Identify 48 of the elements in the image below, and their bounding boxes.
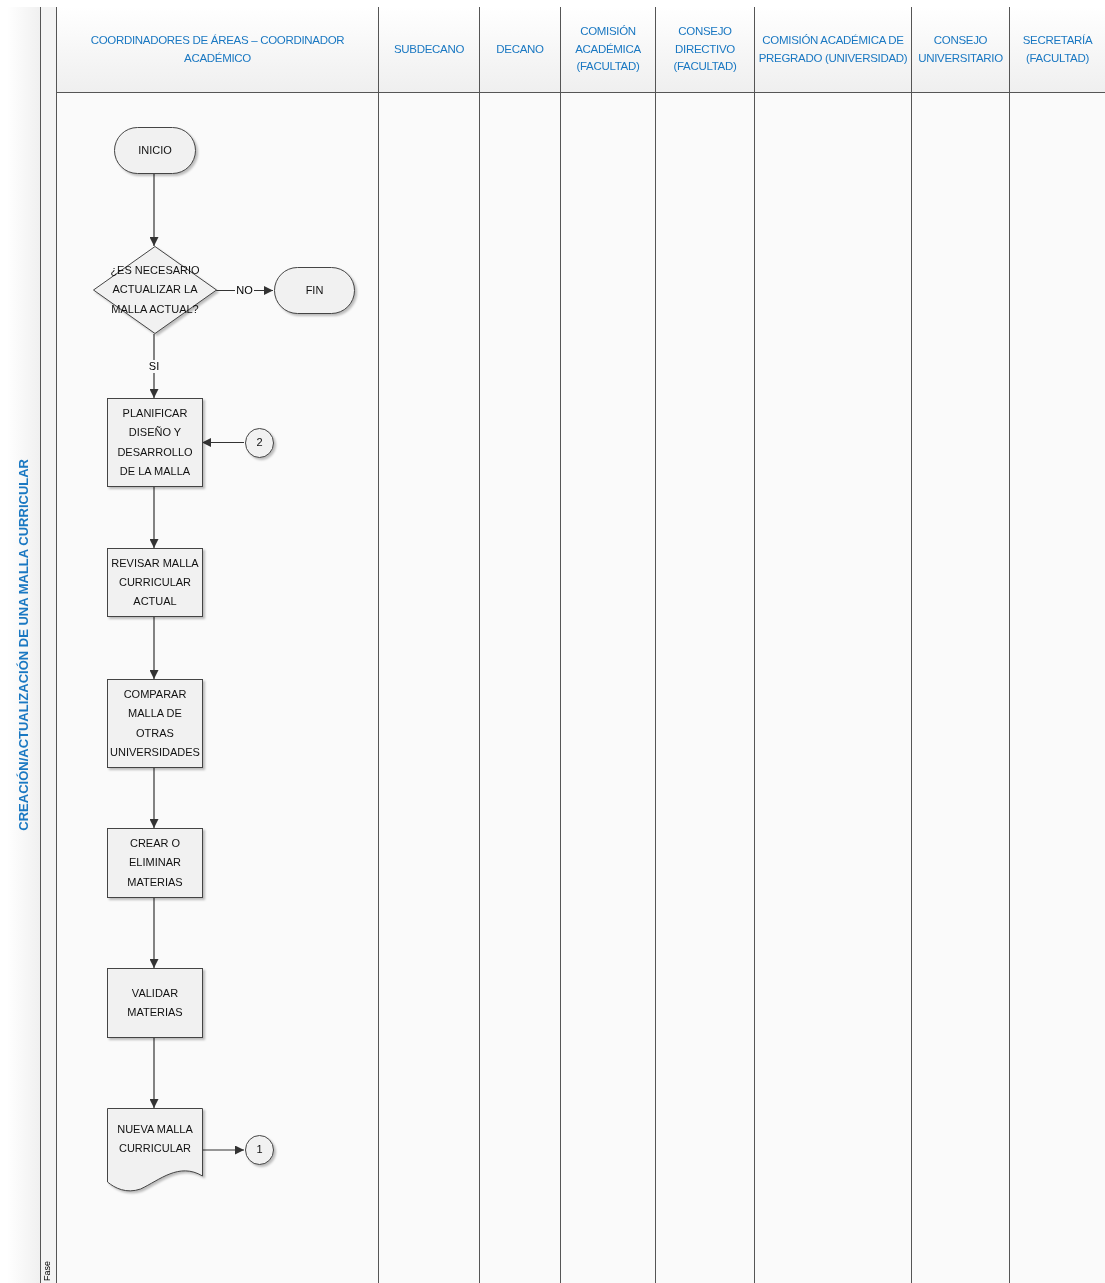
terminator — [274, 267, 355, 314]
process-box — [107, 548, 203, 617]
lane-header: CONSEJO DIRECTIVO (FACULTAD) — [656, 7, 754, 93]
node-text: PLANIFICAR DISEÑO Y DESARROLLO DE LA MALLA — [116, 406, 194, 479]
node-text: INICIO — [138, 142, 172, 158]
node-text: 1 — [256, 1142, 263, 1158]
node-text: 2 — [256, 435, 263, 451]
lane-header: COMISIÓN ACADÉMICA DE PREGRADO (UNIVERSIDAD) — [755, 7, 911, 93]
arrow — [149, 616, 159, 680]
arrow — [149, 1037, 159, 1109]
swimlane — [754, 7, 911, 1283]
terminator — [114, 127, 196, 174]
arrow — [201, 1145, 245, 1155]
swimlane — [56, 7, 378, 1283]
process-box — [107, 398, 203, 487]
swimlane — [560, 7, 655, 1283]
connector-circle — [245, 428, 274, 458]
lane-header: DECANO — [480, 7, 560, 93]
lane-header: CONSEJO UNIVERSITARIO — [912, 7, 1009, 93]
connector-circle — [245, 1135, 274, 1165]
phase-band — [7, 7, 40, 1283]
node-text: NUEVA MALLA CURRICULAR — [116, 1121, 194, 1156]
swimlane — [378, 7, 479, 1283]
lane-header: SUBDECANO — [379, 7, 479, 93]
process-box — [107, 828, 203, 898]
node-text: CREAR O ELIMINAR MATERIAS — [126, 836, 184, 890]
arrow — [149, 767, 159, 829]
arrow — [149, 486, 159, 549]
edge-label: NO — [235, 284, 254, 297]
swimlane — [1009, 7, 1105, 1283]
lane-header: COMISIÓN ACADÉMICA (FACULTAD) — [561, 7, 655, 93]
process-box — [107, 679, 203, 768]
lane-header: SECRETARÍA (FACULTAD) — [1010, 7, 1105, 93]
document-shape — [107, 1108, 203, 1192]
arrow — [149, 897, 159, 969]
node-text: COMPARAR MALLA DE OTRAS UNIVERSIDADES — [109, 687, 201, 760]
lane-header: COORDINADORES DE ÁREAS – COORDINADOR ACADÉMICO — [57, 7, 378, 93]
process-box — [107, 968, 203, 1038]
arrow — [201, 438, 245, 447]
node-text: FIN — [305, 282, 324, 298]
node-text: VALIDAR MATERIAS — [126, 985, 184, 1020]
arrow — [149, 173, 159, 247]
swimlane — [479, 7, 560, 1283]
swimlane — [655, 7, 754, 1283]
decision-diamond — [93, 246, 217, 334]
swimlane — [911, 7, 1009, 1283]
phase-title: CREACIÓN/ACTUALIZACIÓN DE UNA MALLA CURRICULAR — [16, 459, 31, 831]
node-text: REVISAR MALLA CURRICULAR ACTUAL — [110, 555, 200, 610]
